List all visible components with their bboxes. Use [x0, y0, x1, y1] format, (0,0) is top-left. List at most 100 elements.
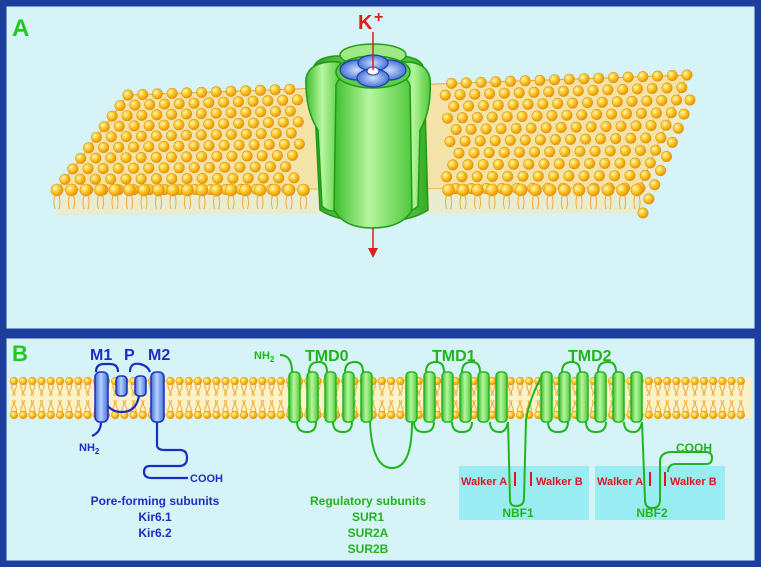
lipid-head: [83, 376, 92, 386]
lipid-head: [489, 135, 501, 147]
sur-helix: [360, 371, 373, 423]
lipid-head: [249, 161, 261, 173]
lipid-tail: [271, 194, 278, 210]
lipid-head: [500, 183, 513, 197]
sur-member: SUR1: [352, 510, 384, 524]
lipid-head: [377, 376, 387, 386]
lipid-head: [622, 71, 634, 83]
lipid-head: [653, 410, 663, 420]
lipid-head: [180, 129, 192, 141]
lipid-head: [277, 94, 289, 106]
lipid-head: [120, 131, 132, 143]
lipid-head: [166, 87, 178, 99]
lipid-head: [280, 161, 292, 173]
lipid-head: [656, 95, 668, 107]
lipid-head: [98, 121, 110, 133]
lipid-tail: [242, 194, 249, 210]
lipid-head: [676, 82, 688, 94]
lipid-tail: [97, 194, 104, 210]
nbf1-walker-b: Walker B: [536, 476, 583, 488]
lipid-head: [257, 172, 269, 184]
lipid-head: [635, 107, 647, 119]
lipid-head: [574, 145, 586, 157]
lipid-head: [65, 410, 74, 420]
lipid-head: [522, 98, 534, 110]
lipid-head: [230, 376, 239, 386]
lipid-head: [74, 376, 83, 386]
lipid-head: [151, 109, 163, 121]
lipid-head: [143, 162, 155, 174]
lipid-head: [97, 163, 109, 175]
lipid-head: [727, 410, 736, 420]
lipid-head: [639, 169, 651, 181]
lipid-head: [643, 193, 655, 205]
kir-pore-helix-1: [115, 375, 128, 397]
lipid-head: [492, 99, 504, 111]
lipid-head: [19, 376, 28, 386]
lipid-tail: [445, 194, 452, 210]
lipid-head: [173, 162, 185, 174]
lipid-head: [564, 133, 576, 145]
lipid-head: [572, 85, 584, 97]
nbf2-walker-b: Walker B: [670, 476, 717, 488]
sur-helix: [495, 371, 508, 423]
lipid-head: [268, 183, 281, 197]
lipid-head: [59, 173, 71, 185]
lipid-tail: [575, 194, 583, 210]
lipid-head: [471, 171, 483, 183]
sur-helix: [477, 371, 490, 423]
lipid-head: [529, 183, 542, 197]
sur-helices: [288, 371, 643, 423]
lipid-head: [515, 410, 525, 420]
lipid-head: [225, 128, 237, 140]
panel-a-label: A: [12, 15, 29, 42]
lipid-head: [175, 376, 184, 386]
lipid-head: [55, 410, 65, 420]
lipid-head: [249, 376, 258, 386]
lipid-head: [650, 107, 662, 119]
lipid-head: [718, 410, 727, 420]
lipid-head: [166, 183, 180, 197]
lipid-tail: [285, 194, 293, 210]
lipid-head: [90, 152, 102, 164]
lipid-head: [567, 97, 579, 109]
lipid-head: [166, 173, 178, 185]
nbf1-walker-a: Walker A: [461, 476, 507, 488]
lipid-head: [558, 183, 571, 197]
lipid-head: [195, 129, 207, 141]
lipid-head: [210, 183, 223, 197]
lipid-head: [166, 108, 178, 120]
lipid-head: [241, 150, 253, 162]
lipid-head: [600, 121, 612, 133]
sur-inner-loop: [413, 421, 435, 434]
lipid-head: [625, 132, 637, 144]
lipid-head: [672, 410, 681, 420]
lipid-head: [128, 141, 140, 153]
arrow-head: [368, 248, 378, 258]
lipid-head: [239, 410, 249, 420]
lipid-head: [456, 112, 468, 124]
lipid-head: [284, 83, 296, 95]
lipid-head: [510, 122, 522, 134]
sur-helix: [576, 371, 589, 423]
lipid-head: [151, 173, 163, 185]
sur-group-title: Regulatory subunits: [310, 494, 426, 508]
lipid-head: [175, 410, 184, 420]
lipid-head: [665, 107, 677, 119]
kir-helix-m1: [94, 371, 109, 423]
lipid-head: [82, 163, 94, 175]
lipid-head: [98, 142, 110, 154]
lipid-head: [65, 183, 78, 197]
lipid-head: [469, 88, 481, 100]
lipid-head: [671, 94, 683, 106]
lipid-head: [441, 112, 453, 124]
lipid-head: [471, 183, 484, 197]
lipid-head: [630, 120, 642, 132]
lipid-head: [50, 183, 64, 197]
sur-n-terminus: [279, 354, 293, 373]
lipid-head: [55, 376, 65, 386]
lipid-head: [672, 376, 681, 386]
panel-b-label: B: [12, 341, 28, 366]
lipid-head: [529, 146, 541, 158]
